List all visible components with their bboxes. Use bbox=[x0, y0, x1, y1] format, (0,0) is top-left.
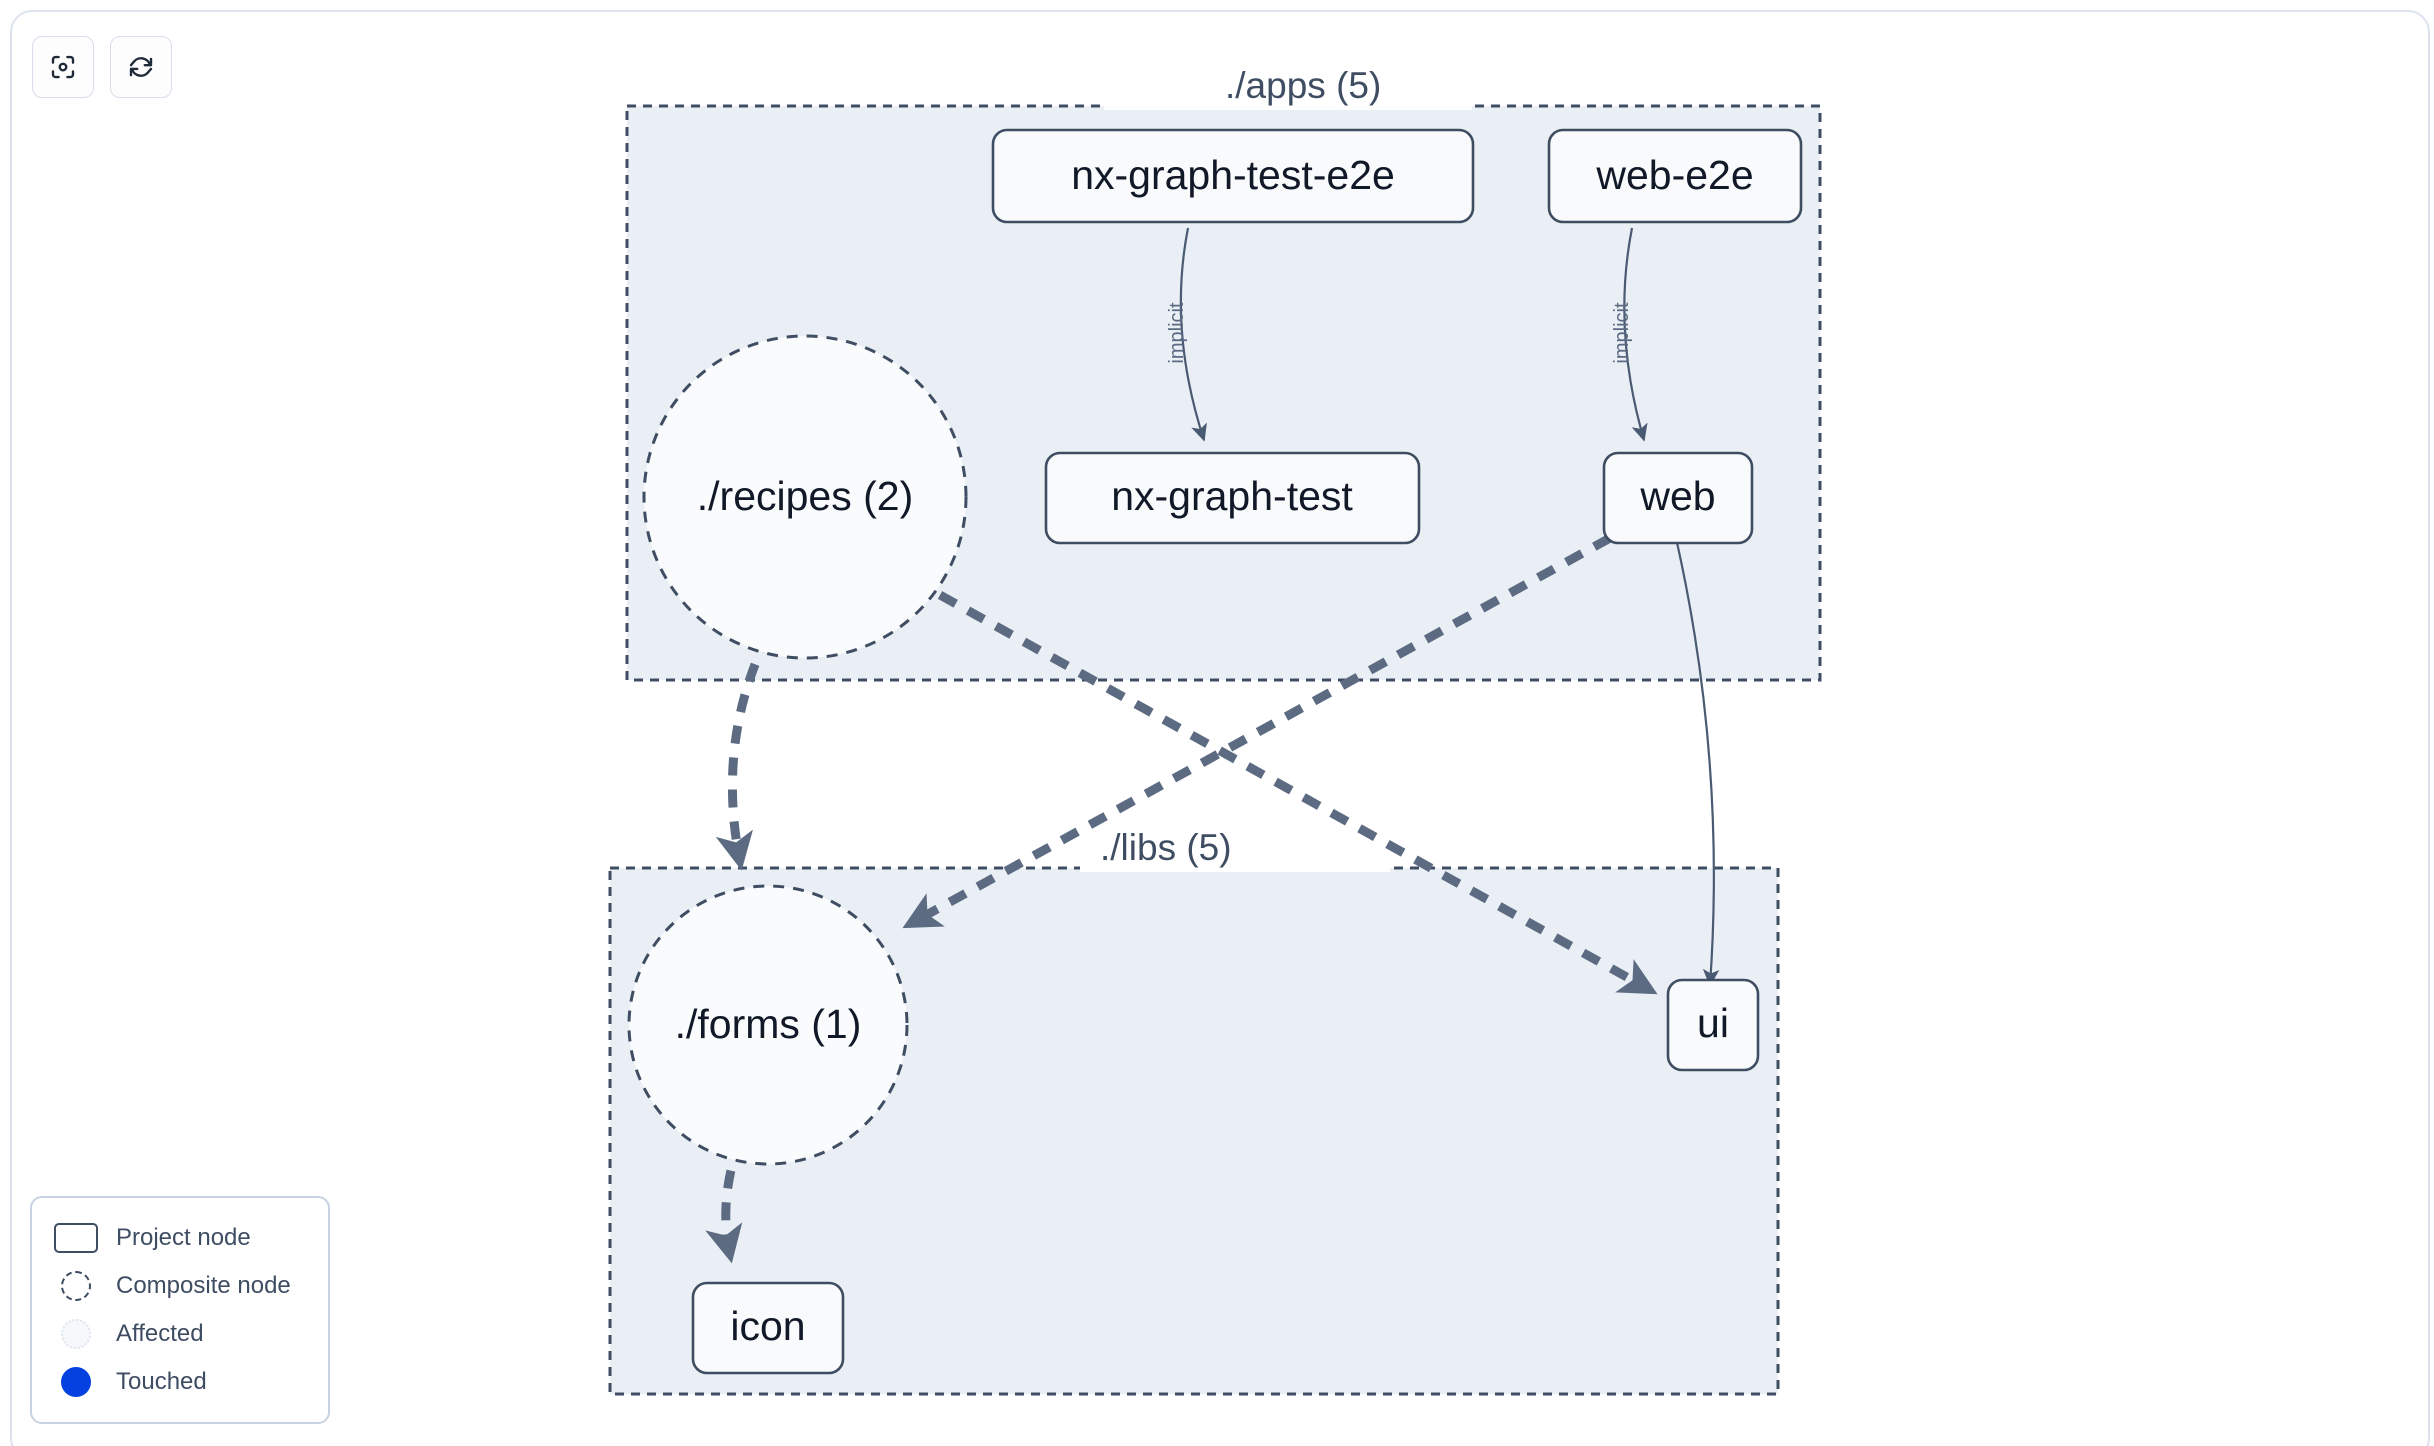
touched-swatch-icon bbox=[54, 1367, 98, 1397]
legend-item-composite-node: Composite node bbox=[54, 1262, 310, 1310]
edge-label-implicit-2: implicit bbox=[1611, 302, 1633, 364]
node-label-recipes: ./recipes (2) bbox=[697, 473, 913, 519]
graph-legend: Project node Composite node Affected Tou… bbox=[30, 1196, 330, 1424]
node-icon[interactable]: icon bbox=[691, 1281, 845, 1375]
legend-item-project-node: Project node bbox=[54, 1214, 310, 1262]
project-node-swatch-icon bbox=[54, 1223, 98, 1253]
graph-toolbar bbox=[32, 36, 172, 98]
group-label-libs: ./libs (5) bbox=[1100, 827, 1232, 868]
node-nx-graph-test-e2e[interactable]: nx-graph-test-e2e bbox=[991, 128, 1475, 224]
node-web[interactable]: web bbox=[1602, 451, 1754, 545]
legend-label-affected: Affected bbox=[116, 1320, 204, 1347]
legend-label-composite-node: Composite node bbox=[116, 1272, 291, 1299]
legend-item-touched: Touched bbox=[54, 1358, 310, 1406]
legend-label-project-node: Project node bbox=[116, 1224, 251, 1251]
edge-label-implicit-1: implicit bbox=[1166, 302, 1188, 364]
viewfinder-icon bbox=[48, 52, 78, 82]
node-label-forms: ./forms (1) bbox=[675, 1001, 862, 1047]
node-ui[interactable]: ui bbox=[1666, 978, 1760, 1072]
refresh-graph-button[interactable] bbox=[110, 36, 172, 98]
legend-label-touched: Touched bbox=[116, 1368, 207, 1395]
composite-node-swatch-icon bbox=[54, 1271, 98, 1301]
node-label-web: web bbox=[1639, 473, 1715, 519]
refresh-icon bbox=[126, 52, 156, 82]
node-label-nx-graph-test-e2e: nx-graph-test-e2e bbox=[1071, 152, 1395, 198]
node-web-e2e[interactable]: web-e2e bbox=[1547, 128, 1803, 224]
node-label-ui: ui bbox=[1697, 1000, 1729, 1046]
group-label-apps: ./apps (5) bbox=[1225, 65, 1381, 106]
affected-swatch-icon bbox=[54, 1319, 98, 1349]
node-forms-composite[interactable]: ./forms (1) bbox=[627, 884, 909, 1166]
focus-graph-button[interactable] bbox=[32, 36, 94, 98]
node-label-nx-graph-test: nx-graph-test bbox=[1111, 473, 1353, 519]
node-nx-graph-test[interactable]: nx-graph-test bbox=[1044, 451, 1421, 545]
node-label-web-e2e: web-e2e bbox=[1595, 152, 1753, 198]
node-recipes-composite[interactable]: ./recipes (2) bbox=[642, 334, 968, 660]
legend-item-affected: Affected bbox=[54, 1310, 310, 1358]
node-label-icon: icon bbox=[730, 1303, 805, 1349]
